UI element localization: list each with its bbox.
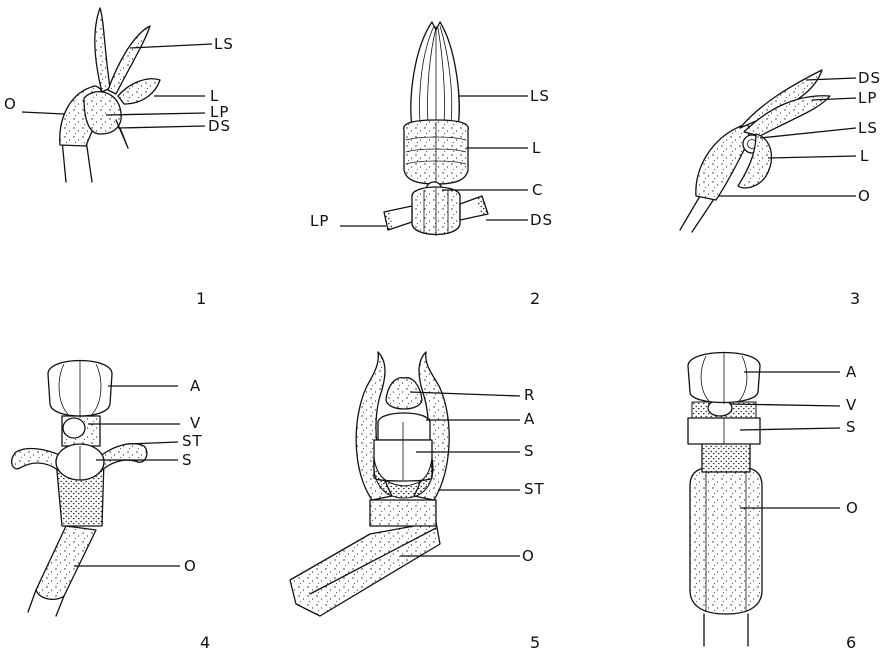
fig3-label-lp: LP xyxy=(858,89,877,107)
fig5-label-a: A xyxy=(524,410,535,428)
fig1-label-ls: LS xyxy=(214,35,234,53)
fig3-label-o: O xyxy=(858,187,871,205)
figure-5: R A S ST O 5 xyxy=(290,352,545,652)
fig4-label-v: V xyxy=(190,414,201,432)
fig6-label-o: O xyxy=(846,499,859,517)
fig3-label-ds: DS xyxy=(858,69,881,87)
fig4-label-s: S xyxy=(182,451,193,469)
figure-6: A V S O 6 xyxy=(688,352,859,652)
fig6-label-a: A xyxy=(846,363,857,381)
fig6-label-s: S xyxy=(846,418,857,436)
fig4-label-st: ST xyxy=(182,432,203,450)
fig5-number: 5 xyxy=(530,633,540,652)
fig1-number: 1 xyxy=(196,289,206,308)
fig2-label-l: L xyxy=(532,139,541,157)
figure-4: A V ST S O 4 xyxy=(12,360,211,652)
fig5-label-s: S xyxy=(524,442,535,460)
fig2-label-lp: LP xyxy=(310,212,329,230)
fig2-number: 2 xyxy=(530,289,540,308)
fig2-label-ls: LS xyxy=(530,87,550,105)
fig3-number: 3 xyxy=(850,289,860,308)
fig3-stalk xyxy=(680,196,716,232)
figure-3: DS LP LS L O 3 xyxy=(680,69,881,308)
fig3-label-ls: LS xyxy=(858,119,878,137)
fig4-label-o: O xyxy=(184,557,197,575)
fig4-number: 4 xyxy=(200,633,210,652)
fig1-label-ds: DS xyxy=(208,117,231,135)
figure-2: LS L C DS LP 2 xyxy=(310,22,553,308)
fig5-label-st: ST xyxy=(524,480,545,498)
fig2-label-c: C xyxy=(532,181,543,199)
fig4-label-a: A xyxy=(190,377,201,395)
fig6-stalk xyxy=(704,614,748,646)
fig6-number: 6 xyxy=(846,633,856,652)
fig2-label-ds: DS xyxy=(530,211,553,229)
fig5-anther xyxy=(378,413,430,440)
fig5-label-o: O xyxy=(522,547,535,565)
fig5-label-r: R xyxy=(524,386,535,404)
fig3-label-l: L xyxy=(860,147,869,165)
figure-1: LS L LP DS O 1 xyxy=(4,8,234,308)
fig4-viscidium xyxy=(63,418,85,438)
fig6-label-v: V xyxy=(846,396,857,414)
fig1-label-o: O xyxy=(4,95,17,113)
